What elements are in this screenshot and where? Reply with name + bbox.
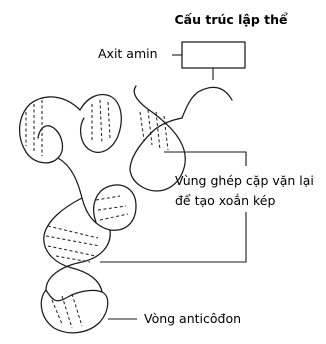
anticodon-loop bbox=[41, 290, 107, 333]
d-arm-hatching bbox=[26, 100, 42, 156]
pairing-region-label-line1: Vùng ghép cặp vặn lại bbox=[175, 173, 314, 188]
d-arm-loop bbox=[20, 97, 80, 163]
anticodon-arm-hatching bbox=[46, 226, 100, 262]
anticodon-label: Vòng anticôđon bbox=[144, 311, 241, 326]
pairing-region-leader-line bbox=[164, 152, 246, 166]
pairing-region-label-line2: để tạo xoắn kép bbox=[175, 193, 275, 208]
variable-loop-hatching bbox=[92, 100, 110, 144]
diagram-title: Cấu trúc lập thể bbox=[174, 12, 288, 27]
pairing-region-bracket-line bbox=[100, 212, 246, 262]
central-ribbon bbox=[58, 158, 136, 230]
anticodon-loop-hatching bbox=[52, 294, 82, 328]
amino-acid-label: Axit amin bbox=[98, 46, 158, 61]
acceptor-arm-curve bbox=[182, 87, 232, 118]
central-ribbon-hatching bbox=[96, 196, 128, 220]
amino-acid-box bbox=[182, 42, 245, 68]
